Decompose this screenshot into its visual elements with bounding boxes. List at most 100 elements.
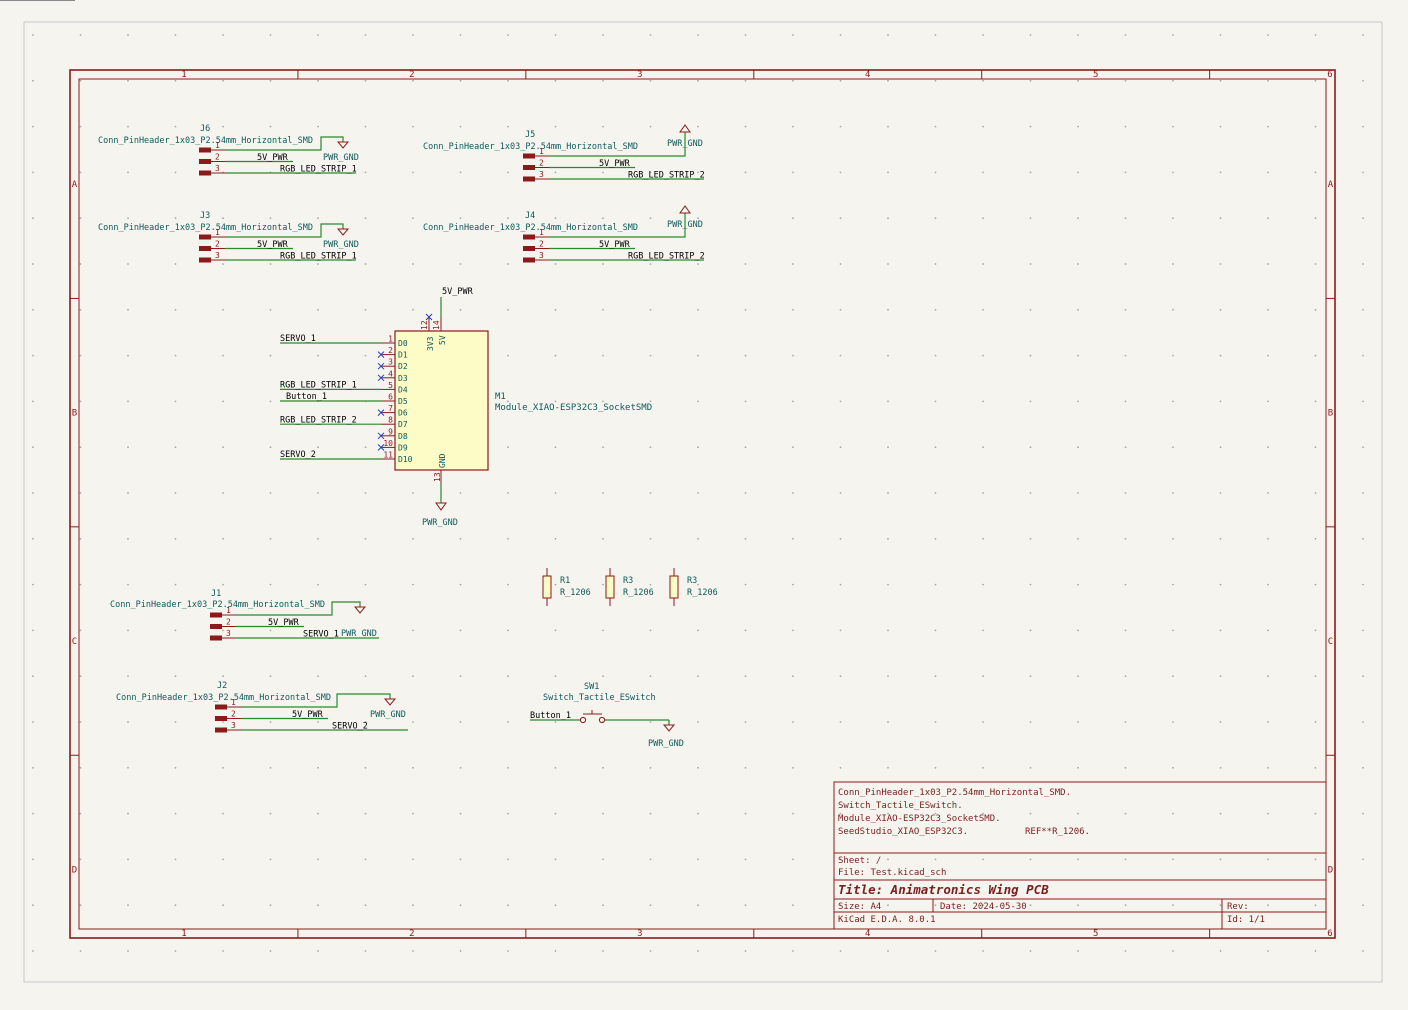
grid-dot: [222, 904, 224, 907]
wire-gnd[interactable]: [241, 693, 391, 708]
grid-dot: [507, 308, 509, 311]
connector-pad[interactable]: [215, 727, 227, 733]
grid-dot: [554, 858, 557, 861]
grid-dot: [79, 34, 82, 36]
connector-pad[interactable]: [523, 165, 535, 170]
symbol-r1[interactable]: R1 R_1206: [542, 568, 591, 606]
symbol-r3-first[interactable]: R3 R_1206: [605, 568, 654, 606]
grid-dot: [982, 34, 984, 36]
grid-dot: [649, 721, 652, 723]
grid-dot: [839, 629, 842, 632]
grid-dot: [364, 812, 367, 815]
gnd-icon: [679, 205, 691, 214]
grid-dot: [1124, 904, 1127, 907]
grid-dot: [459, 34, 462, 36]
grid-dot: [222, 721, 224, 723]
connector-pad[interactable]: [199, 246, 211, 251]
grid-dot: [32, 217, 34, 220]
j6-ref: J6: [200, 124, 210, 134]
grid-dot: [982, 125, 984, 128]
grid-dot: [649, 354, 652, 357]
wire-gnd[interactable]: [225, 136, 344, 151]
m1-body[interactable]: [394, 330, 489, 471]
grid-dot: [222, 766, 224, 769]
connector-pad[interactable]: [523, 246, 535, 251]
grid-dot: [222, 263, 224, 265]
frame-column-label: 5: [1093, 70, 1098, 80]
connector-pad[interactable]: [210, 624, 222, 629]
connector-pad[interactable]: [199, 159, 211, 164]
grid-dot: [1124, 171, 1127, 174]
symbol-r3-second[interactable]: R3 R_1206: [669, 568, 718, 606]
symbol-j6[interactable]: J6Conn_PinHeader_1x03_P2.54mm_Horizontal…: [98, 124, 359, 176]
grid-dot: [744, 721, 747, 723]
m1-pin-number: 10: [383, 439, 393, 448]
connector-pad[interactable]: [523, 176, 535, 182]
grid-dot: [364, 904, 367, 907]
connector-pad[interactable]: [523, 257, 535, 263]
grid-dot: [1219, 766, 1222, 769]
grid-dot: [934, 721, 937, 723]
symbol-j2[interactable]: J2Conn_PinHeader_1x03_P2.54mm_Horizontal…: [116, 681, 408, 733]
grid-dot: [507, 721, 509, 723]
connector-pad[interactable]: [199, 234, 211, 240]
connector-pad[interactable]: [199, 147, 211, 153]
connector-pad[interactable]: [199, 257, 211, 263]
wire-gnd[interactable]: [549, 132, 686, 157]
net-label: 5V_PWR: [599, 159, 631, 169]
r3a-body[interactable]: [605, 575, 615, 599]
grid-dot: [1077, 217, 1079, 220]
grid-dot: [602, 950, 604, 952]
grid-dot: [412, 217, 414, 220]
grid-dot: [507, 629, 509, 632]
grid-dot: [127, 263, 129, 265]
m1-pin-number: 6: [388, 393, 393, 402]
symbol-sw1[interactable]: SW1 Switch_Tactile_ESwitch Button_1 PWR_…: [530, 682, 684, 749]
grid-dot: [1029, 400, 1032, 403]
symbol-j3[interactable]: J3Conn_PinHeader_1x03_P2.54mm_Horizontal…: [98, 211, 359, 263]
grid-dot: [934, 950, 937, 952]
r1-body[interactable]: [542, 575, 552, 599]
grid-dot: [792, 171, 794, 174]
connector-pad[interactable]: [199, 170, 211, 176]
grid-dot: [792, 217, 794, 220]
grid-dot: [554, 629, 557, 632]
connector-pad[interactable]: [210, 612, 222, 618]
r3b-body[interactable]: [669, 575, 679, 599]
symbol-j1[interactable]: J1Conn_PinHeader_1x03_P2.54mm_Horizontal…: [110, 589, 379, 641]
connector-pad[interactable]: [215, 716, 227, 721]
connector-pad[interactable]: [523, 153, 535, 159]
grid-dot: [32, 354, 34, 357]
grid-dot: [127, 171, 129, 174]
grid-dot: [459, 79, 462, 82]
grid-dot: [649, 492, 652, 494]
grid-dot: [1362, 537, 1364, 540]
wire-gnd[interactable]: [225, 223, 344, 238]
grid-dot: [887, 766, 889, 769]
grid-dot: [1124, 308, 1127, 311]
connector-pad[interactable]: [215, 704, 227, 710]
grid-dot: [1362, 721, 1364, 723]
grid-dot: [1172, 904, 1174, 907]
symbol-j4[interactable]: J4Conn_PinHeader_1x03_P2.54mm_Horizontal…: [423, 205, 705, 263]
grid-dot: [127, 79, 129, 82]
grid-dot: [1267, 950, 1269, 952]
symbol-j5[interactable]: J5Conn_PinHeader_1x03_P2.54mm_Horizontal…: [423, 124, 705, 182]
wire-gnd[interactable]: [549, 213, 686, 238]
m1-pin-name: D3: [398, 374, 408, 383]
connector-pad[interactable]: [523, 234, 535, 240]
gnd-icon: [435, 502, 447, 511]
grid-dot: [222, 400, 224, 403]
grid-dot: [317, 217, 319, 220]
grid-dot: [1362, 812, 1364, 815]
net-label: RGB_LED_STRIP_2: [280, 415, 357, 425]
connector-pad[interactable]: [210, 635, 222, 641]
grid-dot: [792, 492, 794, 494]
frame-column-label: 4: [865, 929, 870, 939]
wire-gnd[interactable]: [236, 601, 361, 616]
title-block: Conn_PinHeader_1x03_P2.54mm_Horizontal_S…: [833, 781, 1327, 930]
grid-dot: [649, 308, 652, 311]
grid-dot: [887, 537, 889, 540]
